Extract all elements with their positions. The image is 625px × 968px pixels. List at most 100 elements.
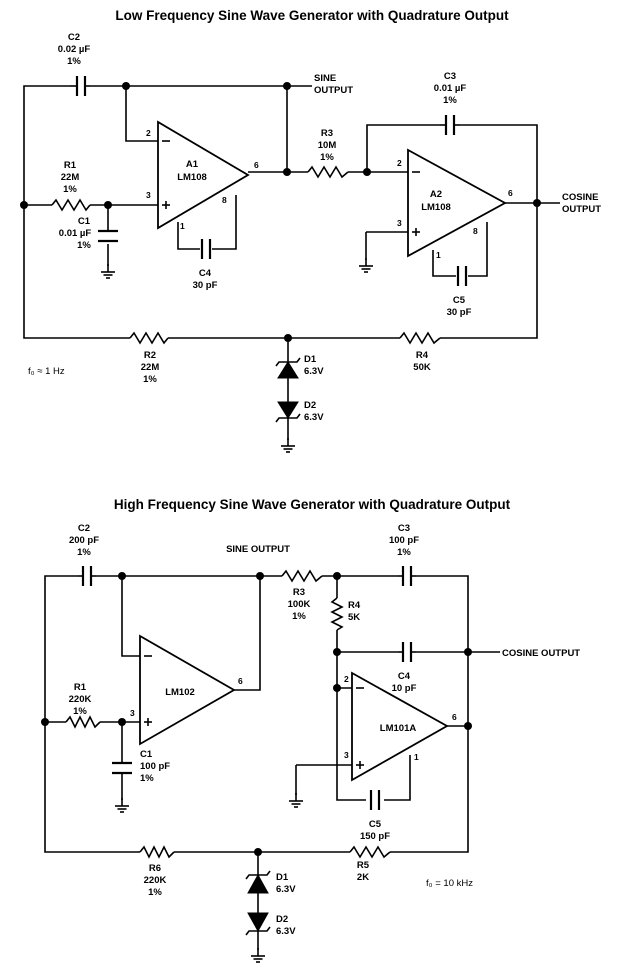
svg-text:6: 6 xyxy=(238,676,243,686)
svg-text:C5: C5 xyxy=(453,295,466,306)
sine-output-label: SINE xyxy=(314,73,336,84)
op-amp-a2 xyxy=(407,148,507,258)
svg-text:R1: R1 xyxy=(74,682,87,693)
svg-text:1%: 1% xyxy=(140,773,154,784)
svg-text:200 pF: 200 pF xyxy=(69,535,99,546)
svg-text:OUTPUT: OUTPUT xyxy=(314,85,353,96)
svg-text:C3: C3 xyxy=(444,71,456,82)
svg-text:100 pF: 100 pF xyxy=(389,535,419,546)
svg-text:6.3V: 6.3V xyxy=(276,926,296,937)
svg-text:6: 6 xyxy=(254,160,259,170)
svg-text:R5: R5 xyxy=(357,860,370,871)
svg-text:1%: 1% xyxy=(67,56,81,67)
capacitor-c4 xyxy=(398,642,416,662)
ground-icon xyxy=(100,263,116,279)
svg-text:30 pF: 30 pF xyxy=(193,280,218,291)
svg-text:LM108: LM108 xyxy=(177,172,207,183)
svg-text:1%: 1% xyxy=(148,887,162,898)
top-frequency: f₀ ≈ 1 Hz xyxy=(28,366,65,377)
ground-icon xyxy=(250,947,266,963)
capacitor-c2 xyxy=(70,76,90,96)
svg-text:LM108: LM108 xyxy=(421,202,451,213)
svg-text:R1: R1 xyxy=(64,160,77,171)
svg-text:R6: R6 xyxy=(149,863,161,874)
svg-text:R4: R4 xyxy=(416,350,429,361)
svg-text:C1: C1 xyxy=(78,216,91,227)
zener-diode-d2 xyxy=(245,912,271,936)
junction-dots xyxy=(41,572,472,856)
sine-output-label: SINE OUTPUT xyxy=(226,544,290,555)
svg-text:1: 1 xyxy=(414,752,419,762)
svg-text:6: 6 xyxy=(508,188,513,198)
capacitor-c3 xyxy=(440,115,460,135)
svg-text:1%: 1% xyxy=(443,95,457,106)
junction-dots xyxy=(20,82,541,342)
ground-icon xyxy=(280,437,296,453)
top-labels: C2 0.02 µF 1% SINE OUTPUT C3 0.01 µF 1% … xyxy=(28,32,601,423)
op-amp-lm101a xyxy=(351,671,449,782)
zener-diode-d2 xyxy=(275,401,301,423)
svg-text:A2: A2 xyxy=(430,189,442,200)
svg-text:OUTPUT: OUTPUT xyxy=(562,204,601,215)
ground-icon xyxy=(358,257,374,273)
svg-text:0.01 µF: 0.01 µF xyxy=(434,83,467,94)
high-frequency-circuit: High Frequency Sine Wave Generator with … xyxy=(41,497,580,963)
svg-text:6.3V: 6.3V xyxy=(304,366,324,377)
svg-text:1%: 1% xyxy=(77,240,91,251)
svg-text:2: 2 xyxy=(397,158,402,168)
op-amp-a1 xyxy=(157,120,250,230)
resistor-r3 xyxy=(307,165,349,179)
capacitor-c1 xyxy=(98,229,118,243)
capacitor-c3 xyxy=(398,566,416,586)
svg-text:3: 3 xyxy=(146,190,151,200)
svg-text:50K: 50K xyxy=(413,362,431,373)
svg-text:A1: A1 xyxy=(186,159,199,170)
svg-text:6.3V: 6.3V xyxy=(304,412,324,423)
capacitor-c5 xyxy=(456,266,468,286)
resistor-r3 xyxy=(281,569,323,583)
svg-text:D2: D2 xyxy=(276,914,288,925)
svg-text:2: 2 xyxy=(344,674,349,684)
cosine-output-label: COSINE OUTPUT xyxy=(502,648,580,659)
svg-text:2K: 2K xyxy=(357,872,369,883)
svg-text:D1: D1 xyxy=(276,872,289,883)
svg-text:C4: C4 xyxy=(398,671,411,682)
capacitor-c5 xyxy=(369,790,381,810)
svg-text:1%: 1% xyxy=(292,611,306,622)
resistor-r4 xyxy=(399,331,441,345)
resistor-r6 xyxy=(139,845,175,859)
ground-icon xyxy=(114,797,130,813)
op-amp-lm102 xyxy=(139,634,236,746)
svg-text:LM102: LM102 xyxy=(165,687,195,698)
svg-text:3: 3 xyxy=(344,750,349,760)
svg-text:C4: C4 xyxy=(199,268,212,279)
svg-text:1: 1 xyxy=(436,250,441,260)
capacitor-c4 xyxy=(200,239,212,259)
svg-text:1%: 1% xyxy=(143,374,157,385)
svg-text:C1: C1 xyxy=(140,749,153,760)
bottom-frequency: f₀ = 10 kHz xyxy=(426,878,473,889)
svg-text:C5: C5 xyxy=(369,819,382,830)
svg-text:1%: 1% xyxy=(73,706,87,717)
svg-text:R4: R4 xyxy=(348,600,361,611)
svg-text:22M: 22M xyxy=(61,172,80,183)
svg-text:R3: R3 xyxy=(321,128,333,139)
bottom-title: High Frequency Sine Wave Generator with … xyxy=(114,497,511,512)
resistor-r4 xyxy=(330,597,344,631)
svg-text:3: 3 xyxy=(397,218,402,228)
top-title: Low Frequency Sine Wave Generator with Q… xyxy=(115,8,509,23)
svg-text:D2: D2 xyxy=(304,400,316,411)
svg-text:30 pF: 30 pF xyxy=(447,307,472,318)
svg-text:1%: 1% xyxy=(320,152,334,163)
svg-text:0.01 µF: 0.01 µF xyxy=(59,228,92,239)
svg-text:C2: C2 xyxy=(68,32,80,43)
low-frequency-circuit: Low Frequency Sine Wave Generator with Q… xyxy=(20,8,601,453)
resistor-r5 xyxy=(349,845,391,859)
svg-text:220K: 220K xyxy=(144,875,167,886)
svg-text:R3: R3 xyxy=(293,587,305,598)
svg-text:10M: 10M xyxy=(318,140,337,151)
svg-text:8: 8 xyxy=(222,195,227,205)
svg-text:1%: 1% xyxy=(63,184,77,195)
svg-text:0.02 µF: 0.02 µF xyxy=(58,44,91,55)
